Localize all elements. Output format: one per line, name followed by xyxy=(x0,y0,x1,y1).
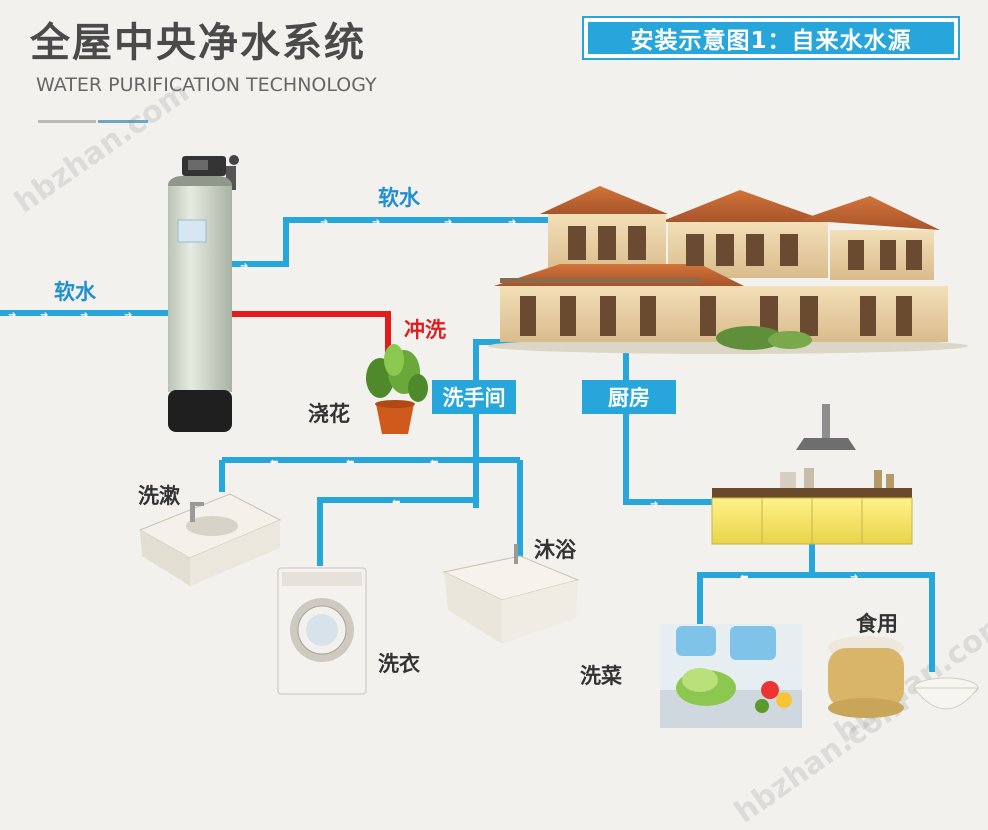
svg-text:⬅: ⬅ xyxy=(740,572,748,583)
gargle-label: 洗漱 xyxy=(138,484,180,508)
svg-text:➜: ➜ xyxy=(40,310,48,321)
edible-label: 食用 xyxy=(856,612,898,636)
washing-machine-image xyxy=(277,567,367,695)
svg-text:➜: ➜ xyxy=(8,310,16,321)
inlet-pipe: ➜ ➜ ➜ ➜ xyxy=(0,310,172,321)
svg-text:➜: ➜ xyxy=(650,499,658,510)
soft-water-main-pipe: ➜ ➜ ➜ ➜ ➜ xyxy=(230,217,569,272)
kitchen-label: 厨房 xyxy=(582,380,676,414)
kitchen-cabinet-image xyxy=(711,468,913,545)
bathtub-image xyxy=(442,544,580,644)
pipe-network: ➜ ➜ ➜ ➜ ➜ ➜ ➜ ➜ ➜ ⬅ ⬅ ⬅ ⬅ xyxy=(0,155,980,728)
vegetable-washing-image xyxy=(660,624,802,728)
watering-label: 浇花 xyxy=(308,402,350,426)
svg-text:⬅: ⬅ xyxy=(430,457,438,468)
shower-label: 沐浴 xyxy=(534,538,576,562)
svg-text:➜: ➜ xyxy=(320,217,328,228)
bathroom-label: 洗手间 xyxy=(432,380,516,414)
svg-text:➜: ➜ xyxy=(124,310,132,321)
villa-house-image xyxy=(488,186,968,354)
svg-text:➜: ➜ xyxy=(372,217,380,228)
svg-text:➜: ➜ xyxy=(508,217,516,228)
inlet-soft-water-label: 软水 xyxy=(54,280,96,304)
diagram-stage: 全屋中央净水系统 WATER PURIFICATION TECHNOLOGY 安… xyxy=(0,16,988,830)
page-subtitle: WATER PURIFICATION TECHNOLOGY xyxy=(36,74,377,96)
svg-text:➜: ➜ xyxy=(240,261,248,272)
svg-text:⬅: ⬅ xyxy=(392,497,400,508)
range-hood-image xyxy=(796,404,856,450)
svg-text:➜: ➜ xyxy=(80,310,88,321)
title-underline-blue xyxy=(98,120,148,123)
flush-pipe xyxy=(230,311,391,362)
svg-text:➜: ➜ xyxy=(444,217,452,228)
page-title: 全屋中央净水系统 xyxy=(30,20,366,66)
install-diagram-badge-text: 安装示意图1：自来水水源 xyxy=(588,22,954,54)
svg-text:➜: ➜ xyxy=(850,572,858,583)
wash-vegetables-label: 洗菜 xyxy=(580,664,622,688)
potted-plant-image xyxy=(366,344,428,434)
wash-basin-image xyxy=(138,493,282,586)
water-softener-tank xyxy=(168,155,239,432)
title-underline-gray xyxy=(38,120,96,123)
flush-label: 冲洗 xyxy=(404,318,446,342)
svg-text:⬅: ⬅ xyxy=(270,457,278,468)
install-diagram-badge: 安装示意图1：自来水水源 xyxy=(582,16,960,60)
svg-text:⬅: ⬅ xyxy=(346,457,354,468)
laundry-label: 洗衣 xyxy=(378,652,420,676)
main-soft-water-label: 软水 xyxy=(378,186,420,210)
rice-cooker-image xyxy=(828,636,980,718)
